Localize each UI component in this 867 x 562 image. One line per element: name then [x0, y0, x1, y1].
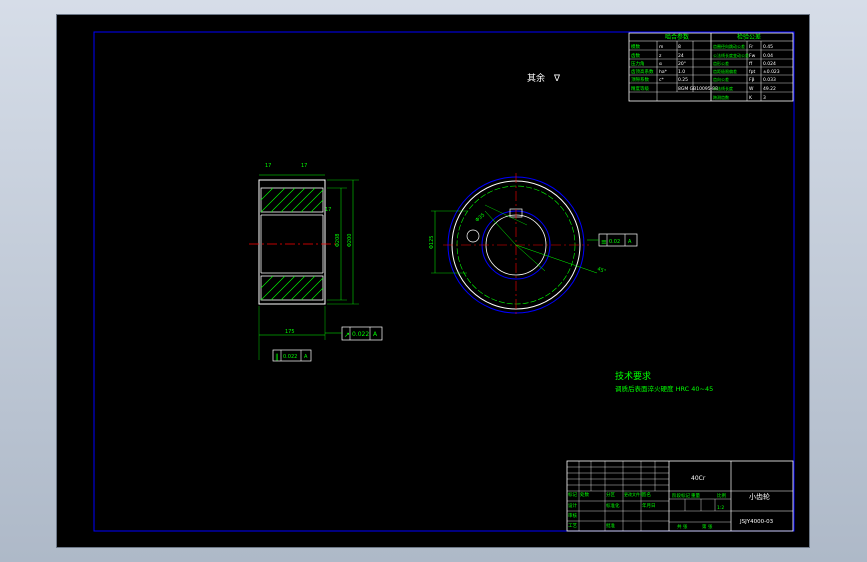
param-cell-l: 压力角 [631, 60, 645, 67]
param-cell-s: ff [749, 61, 753, 67]
title-sheet2: 第 张 [702, 523, 713, 530]
dim-small: 17 [325, 207, 331, 213]
param-cell-c1: ha* [659, 69, 668, 75]
dim-dia2: Φ200 [347, 234, 353, 247]
param-cell-r: 公法线长度 [713, 85, 733, 91]
parameter-table: 啮合参数 检验公差 [628, 32, 794, 102]
title-design: 设计 [568, 502, 577, 509]
param-cell-l: 顶隙系数 [631, 76, 649, 83]
title-sign: 签名 [642, 491, 651, 498]
param-cell-l: 齿顶高系数 [631, 68, 654, 75]
title-zone: 分区 [606, 491, 615, 498]
param-cell-s: Fw [749, 53, 756, 59]
param-cell-v: 0.04 [763, 53, 773, 59]
title-check: 审核 [568, 512, 577, 519]
param-cell-v: ±0.023 [763, 69, 780, 75]
title-sheet: 共 张 [677, 523, 688, 530]
param-cell-v: 0.033 [763, 77, 776, 83]
param-cell-c1: c* [659, 77, 664, 83]
param-cell-r: 齿距极限偏差 [713, 68, 737, 74]
param-cell-s: K [749, 95, 753, 101]
symmetry-datum: A [628, 239, 632, 245]
dim-top-b: 17 [301, 163, 307, 169]
title-material: 40Cr [691, 475, 706, 482]
param-cell-c2: 20° [678, 61, 686, 67]
lightening-hole [466, 229, 480, 243]
param-cell-c2: 0.25 [678, 77, 688, 83]
title-stage: 阶段标记 [672, 492, 690, 499]
runout-tolerance-frame[interactable] [341, 326, 383, 341]
param-cell-s: W [749, 86, 754, 92]
title-drawing-no: JSJY4000-03 [739, 519, 774, 525]
dim-bore: Φ125 [429, 236, 435, 249]
title-part-name: 小齿轮 [749, 492, 770, 501]
param-cell-r: 公法线长度变动公差 [713, 52, 749, 58]
param-cell-s: fpt [749, 69, 755, 75]
title-std: 标准化 [606, 502, 620, 509]
dim-hole: Φ35 [474, 212, 486, 223]
angle-note: 45° [596, 266, 607, 275]
param-cell-s: Fβ [749, 77, 755, 83]
roughness-symbol-icon: ∇ [553, 74, 561, 84]
title-scale: 比例 [717, 492, 726, 499]
param-cell-l: 精度等级 [631, 85, 649, 92]
runout-datum: A [373, 331, 378, 338]
param-cell-v: 49.22 [763, 86, 776, 92]
title-process: 工艺 [568, 523, 577, 529]
param-cell-c2: 8 [678, 44, 681, 50]
gear-section-view[interactable]: 17 17 Φ208 Φ200 17 175 ↗ 0. [249, 163, 383, 362]
param-cell-c1: α [659, 62, 662, 67]
param-header-left: 啮合参数 [665, 33, 689, 41]
title-mark: 标记 [568, 491, 577, 498]
parallel-tolerance-frame[interactable] [272, 349, 312, 362]
param-cell-v: 0.45 [763, 44, 773, 50]
dim-dia1: Φ208 [335, 234, 341, 247]
dim-top-a: 17 [265, 163, 271, 169]
param-cell-c2: 8GM GB10095-88 [678, 86, 718, 92]
title-weight: 重量 [691, 492, 700, 499]
gear-end-view[interactable]: Φ125 Φ35 45° ≡ 0.02 A [429, 173, 638, 317]
hatch-top [260, 187, 324, 213]
param-cell-c1: z [659, 54, 662, 59]
runout-value: 0.022 [352, 331, 369, 338]
param-cell-c2: 1.0 [678, 69, 685, 75]
drawing-border [93, 31, 795, 532]
roughness-note: 其余 [527, 72, 545, 84]
tech-requirements-title: 技术要求 [615, 370, 651, 382]
hatch-bottom [260, 275, 324, 301]
param-cell-s: Fr [749, 44, 753, 50]
title-block: 40Cr 小齿轮 JSJY4000-03 阶段标记 重量 比例 1:2 共 张 … [566, 460, 794, 532]
param-cell-r: 齿向公差 [713, 76, 729, 82]
drawing-viewport[interactable]: 啮合参数 检验公差 模数 m 8 齿圈径向跳动公差 Fr 0.45 齿数 z 24 公法线长度变动… [56, 14, 810, 548]
runout-icon: ↗ [344, 331, 350, 339]
param-cell-r: 跨测齿数 [713, 94, 729, 100]
title-change-doc: 更改文件号 [624, 491, 644, 497]
param-cell-l: 模数 [631, 43, 640, 50]
param-header-right: 检验公差 [737, 33, 761, 41]
param-cell-r: 齿圈径向跳动公差 [713, 43, 745, 49]
param-cell-v: 0.024 [763, 61, 776, 67]
parallel-value: 0.022 [283, 354, 297, 360]
param-cell-r: 齿形公差 [713, 60, 729, 66]
symmetry-icon: ≡ [601, 238, 607, 246]
dim-width: 175 [285, 329, 295, 335]
parallel-datum: A [304, 354, 308, 360]
symmetry-value: 0.02 [609, 239, 620, 245]
title-scale-value: 1:2 [717, 505, 724, 511]
title-date: 年月日 [642, 502, 656, 509]
parallel-icon: ∥ [275, 353, 279, 361]
title-count: 处数 [580, 491, 589, 498]
param-cell-c2: 24 [678, 53, 684, 59]
tech-requirements-line1: 调质后表面淬火硬度 HRC 40~45 [615, 384, 713, 393]
param-cell-c1: m [659, 45, 663, 50]
drawing-canvas[interactable]: 啮合参数 检验公差 模数 m 8 齿圈径向跳动公差 Fr 0.45 齿数 z 24 公法线长度变动… [57, 15, 811, 549]
param-cell-v: 3 [763, 95, 766, 101]
param-cell-l: 齿数 [631, 52, 640, 59]
title-approve: 批准 [606, 522, 615, 529]
